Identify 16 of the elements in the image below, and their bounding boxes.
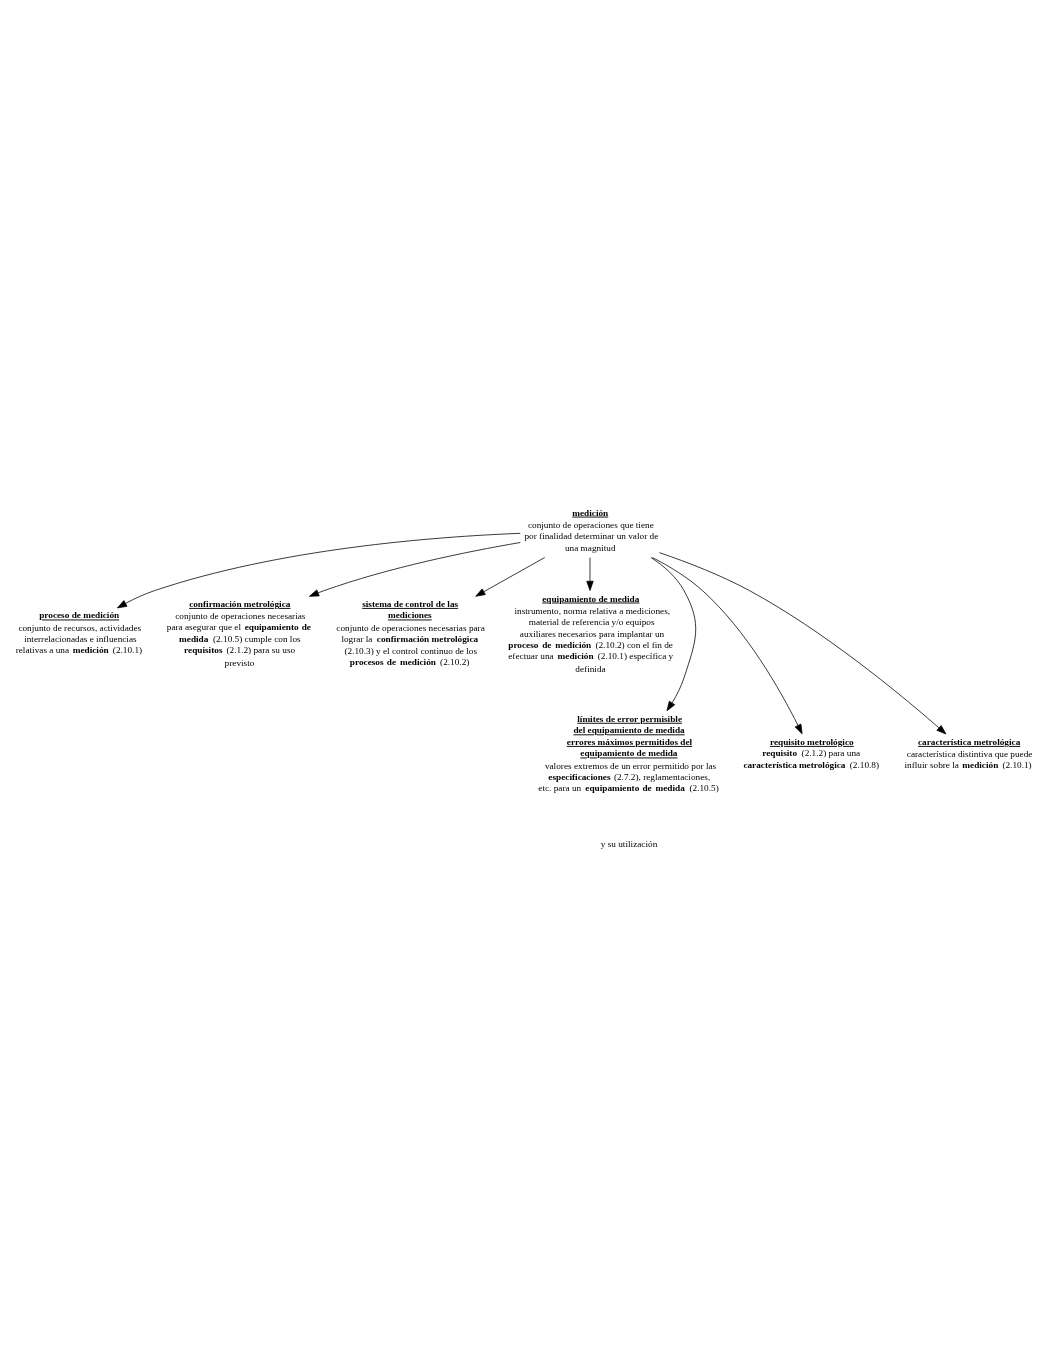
- arrow: [659, 552, 947, 735]
- arrow: [650, 557, 697, 712]
- node-text: sistema de control de las mediciones conjunto de operaciones necesarias para lograr la confirmación metrológica (2.10.3) y el control continuo de los procesos de medición (2.10.2): [336, 598, 485, 667]
- arrow: [309, 542, 521, 597]
- node-text: límites de error permisible del equipamiento de medida errores máximos permitidos del equipamiento de medida valores extremos de un error permitido por las especificaciones (2.7.2), reglamentaciones, etc. para un equipamiento de medida (2.10.5): [538, 713, 719, 794]
- arrow: [652, 557, 803, 735]
- label: y su utilización: [600, 839, 658, 850]
- arrow: [475, 557, 546, 597]
- arrow: [586, 557, 594, 591]
- node-text: medición conjunto de operaciones que tiene por finalidad determinar un valor de una magnitud: [524, 507, 659, 554]
- node-text: característica metrológica característica distintiva que puede influir sobre la medición (2.10.1): [904, 736, 1033, 771]
- node-text: proceso de medición conjunto de recursos, actividades interrelacionadas e influencias relativas a una medición (2.10.1): [15, 610, 143, 656]
- node-text: equipamiento de medida instrumento, norma relativa a mediciones, material de referencia y/o equipos auxiliares necesarios para implantar un proceso de medición (2.10.2) con el fin de efectuar una medición (2.10.1) específica y definida: [508, 593, 674, 674]
- node-text: confirmación metrológica conjunto de operaciones necesarias para asegurar que el equipamiento de medida (2.10.5) cumple con los requisitos (2.1.2) para su uso previsto: [166, 598, 311, 668]
- node-text: requisito metrológico requisito (2.1.2) para una característica metrológica (2.10.8): [743, 736, 880, 771]
- arrow: [116, 532, 521, 609]
